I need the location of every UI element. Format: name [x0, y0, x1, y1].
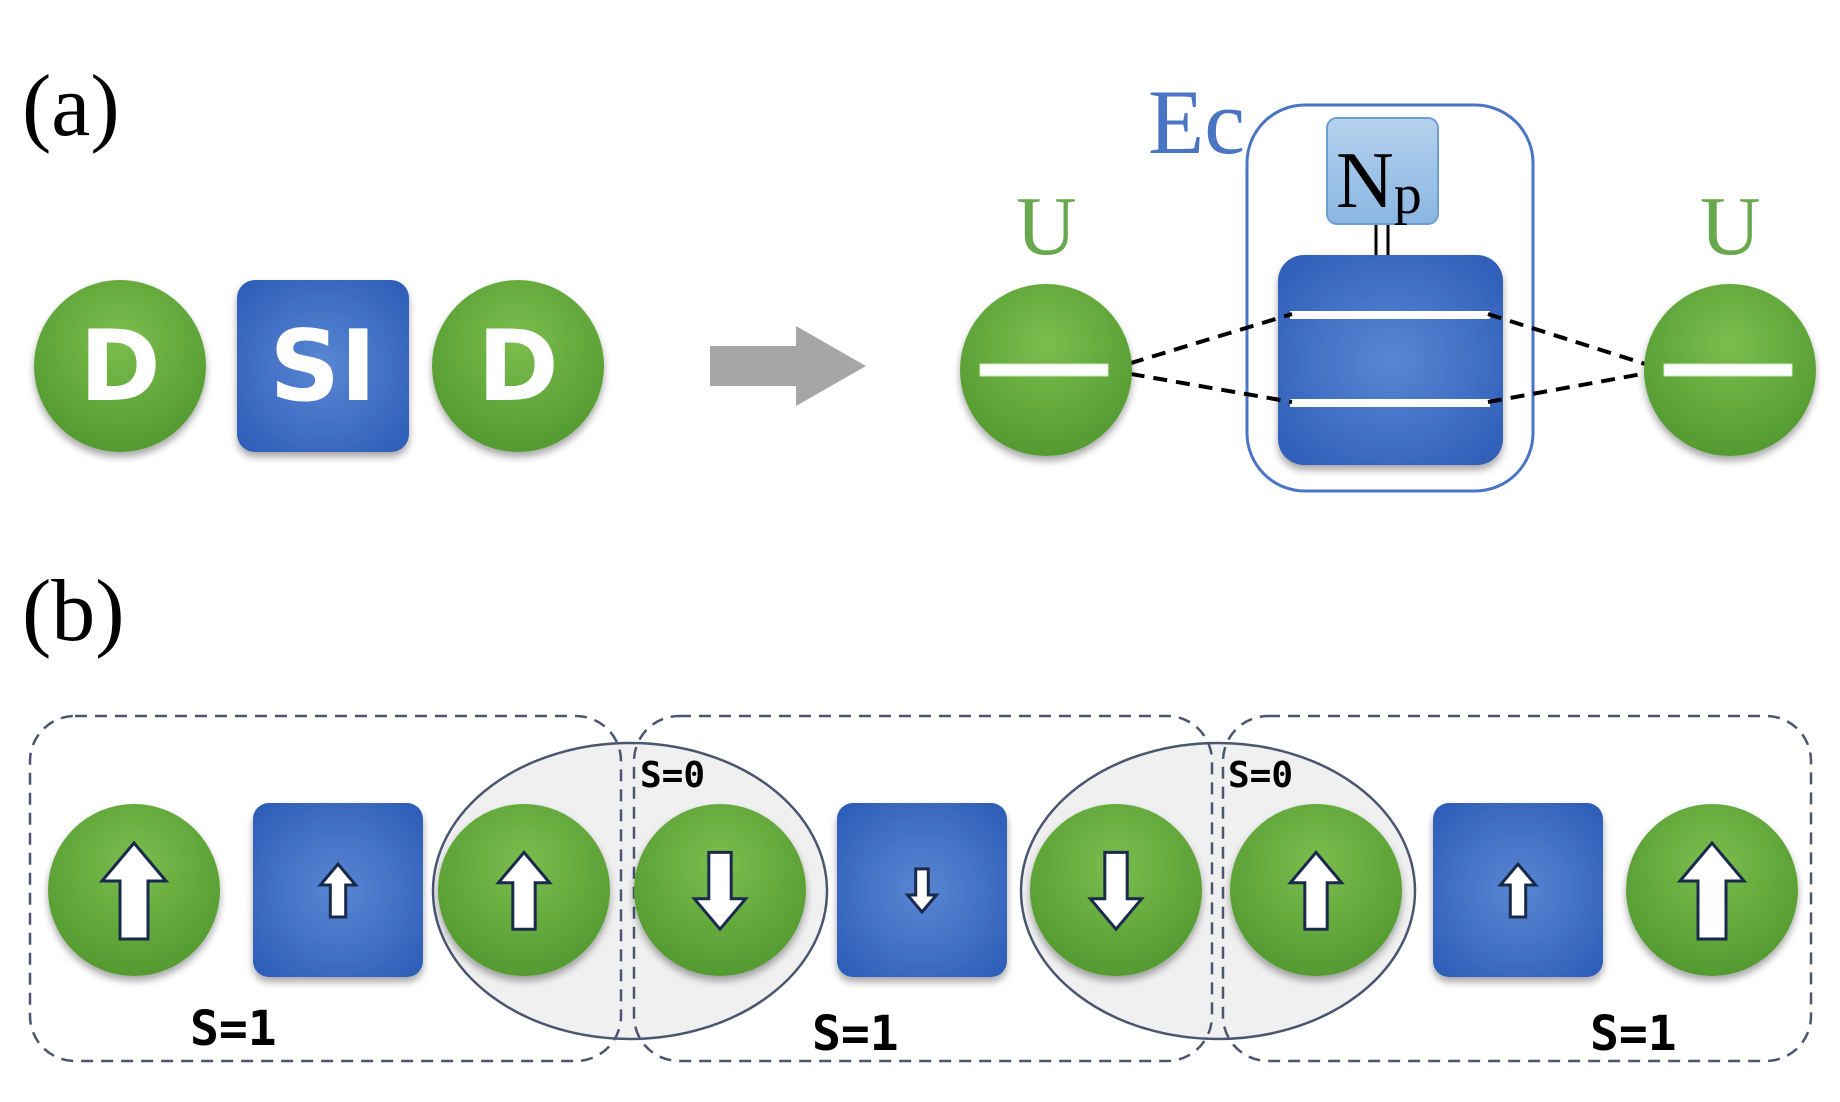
spin-island-2 [253, 803, 423, 977]
spin-dot-1 [48, 804, 220, 976]
left-dot-energy-line [979, 363, 1109, 377]
island-level-upper [1290, 311, 1490, 319]
u-left-label: U [1016, 180, 1077, 273]
spin-island-8 [1433, 803, 1603, 977]
triplet-label-1: S=1 [190, 1001, 277, 1057]
spin-island-5 [837, 803, 1007, 977]
spin-up-icon [495, 850, 553, 931]
left-dot-letter: D [79, 310, 160, 424]
triplet-box-1 [28, 714, 623, 1063]
spin-up-icon [317, 861, 359, 919]
triplet-box-2 [632, 714, 1214, 1063]
panel-a-label: (a) [22, 58, 120, 155]
spin-up-icon [98, 840, 170, 941]
singlet-label-1: S=0 [640, 755, 705, 796]
spin-up-icon [1676, 840, 1748, 941]
right-arrow-icon [710, 326, 866, 406]
island-block [1278, 255, 1503, 465]
spin-up-icon [1497, 861, 1539, 919]
triplet-label-3: S=1 [1590, 1006, 1677, 1062]
spin-down-icon [1087, 850, 1145, 932]
tunnel-couplings [1107, 312, 1665, 404]
np-box: Np [1326, 117, 1439, 226]
right-dot-energy-line [1663, 363, 1793, 377]
right-dot-letter: D [477, 310, 558, 424]
spin-dot-9 [1626, 804, 1798, 976]
spin-dot-4 [634, 804, 806, 976]
ec-enclosure [1245, 103, 1535, 493]
np-base: N [1336, 137, 1394, 225]
spin-up-icon [1287, 850, 1345, 931]
spin-down-icon [691, 850, 749, 932]
spin-dot-7 [1230, 804, 1402, 976]
triplet-box-3 [1221, 714, 1813, 1063]
si-block-letters: SI [269, 310, 376, 424]
spin-sites [48, 803, 1798, 977]
singlet-label-2: S=0 [1228, 755, 1293, 796]
triplet-label-2: S=1 [812, 1006, 899, 1062]
u-right-label: U [1700, 180, 1761, 273]
np-sub: p [1394, 164, 1422, 226]
right-dot-d: D [432, 280, 604, 452]
spin-dot-6 [1030, 804, 1202, 976]
left-dot-d: D [34, 280, 206, 452]
si-block: SI [237, 280, 409, 452]
panel-b-label: (b) [22, 563, 125, 660]
svg-text:Np: Np [1336, 137, 1422, 226]
triplet-boxes [28, 714, 1813, 1063]
island-level-lower [1290, 399, 1490, 407]
ec-label: Ec [1148, 71, 1245, 173]
spin-down-icon [904, 867, 940, 915]
spin-dot-3 [438, 804, 610, 976]
